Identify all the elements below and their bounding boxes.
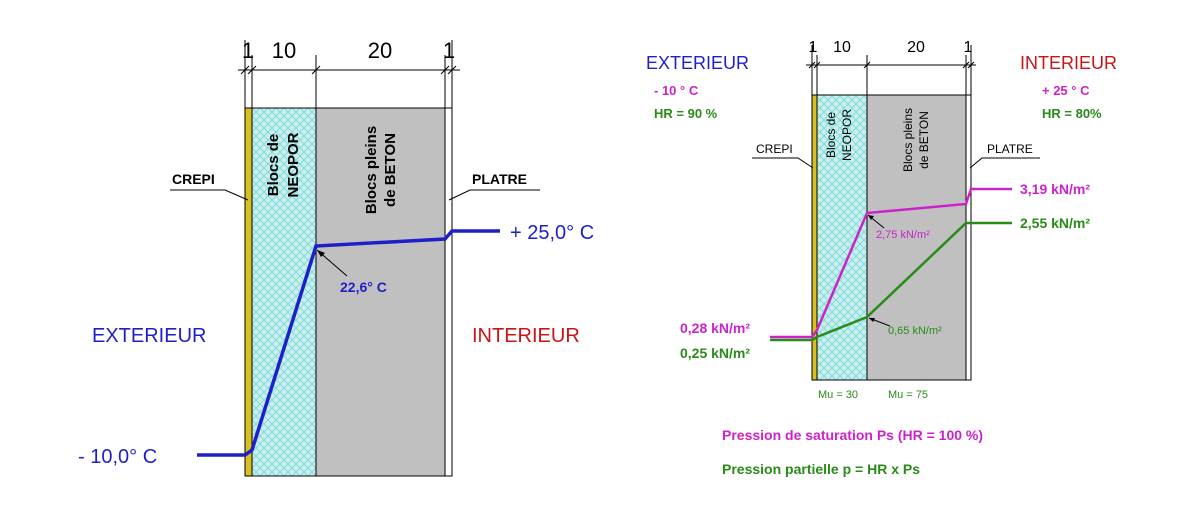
svg-text:Blocs de: Blocs de — [265, 134, 282, 197]
right-platre-leader — [969, 157, 1040, 169]
left-temp-interior: + 25,0° C — [510, 222, 594, 244]
right-p-exterior: 0,25 kN/m² — [680, 345, 750, 361]
right-dim-concrete: 20 — [907, 39, 925, 56]
left-neopor-text-2: NEOPOR — [285, 132, 302, 197]
left-exterior-label: EXTERIEUR — [92, 325, 206, 347]
right-saturation-curve — [770, 187, 1012, 339]
right-exterior-hr: HR = 90 % — [654, 106, 718, 121]
left-neopor-text: Blocs de — [265, 134, 282, 197]
left-label-crepi: CREPI — [172, 171, 215, 187]
left-platre-leader — [448, 189, 540, 201]
left-diagram: 1 10 20 1 CREPI PLATRE Blocs de NEOPOR B… — [78, 38, 594, 477]
right-mu-beton: Mu = 75 — [888, 389, 928, 401]
left-dim-neopor: 10 — [272, 38, 296, 63]
left-temperature-curve — [197, 229, 500, 457]
right-interior-temp: + 25 ° C — [1042, 83, 1090, 98]
right-ps-exterior: 0,28 kN/m² — [680, 320, 750, 336]
right-interior-hr: HR = 80% — [1042, 106, 1102, 121]
left-plaster-layer — [444, 107, 453, 477]
right-label-platre: PLATRE — [987, 142, 1033, 156]
left-interface-arrowhead — [317, 250, 325, 257]
right-concrete-text-2: de BETON — [917, 111, 931, 169]
left-label-platre: PLATRE — [472, 171, 527, 187]
right-interior-label: INTERIEUR — [1020, 53, 1117, 73]
left-concrete-text-2: de BETON — [382, 133, 399, 207]
right-p-interface-arrowhead — [869, 318, 875, 322]
right-dim-plaster: 1 — [964, 39, 973, 56]
right-exterior-label: EXTERIEUR — [646, 53, 749, 73]
legend-partial: Pression partielle p = HR x Ps — [722, 461, 920, 477]
right-mu-neopor: Mu = 30 — [818, 389, 858, 401]
left-crepi-leader — [170, 189, 249, 201]
right-neopor-text-2: NEOPOR — [840, 109, 854, 161]
svg-text:Blocs pleins: Blocs pleins — [363, 126, 380, 214]
right-ps-interface: 2,75 kN/m² — [876, 229, 930, 241]
left-render-layer — [244, 107, 253, 477]
left-dimension-line — [238, 40, 460, 108]
right-dim-render: 1 — [809, 39, 818, 56]
right-p-interior: 2,55 kN/m² — [1020, 215, 1090, 231]
right-label-crepi: CREPI — [756, 142, 793, 156]
left-dim-render: 1 — [242, 38, 254, 63]
right-ps-interior: 3,19 kN/m² — [1020, 181, 1090, 197]
svg-text:Blocs pleins: Blocs pleins — [901, 108, 915, 172]
right-partial-curve — [770, 221, 1012, 342]
legend-saturation: Pression de saturation Ps (HR = 100 %) — [722, 427, 983, 443]
left-concrete-layer — [315, 107, 446, 477]
right-plaster-layer — [965, 94, 972, 381]
left-concrete-text: Blocs pleins — [363, 126, 380, 214]
left-interior-label: INTERIEUR — [472, 325, 580, 347]
right-p-interface: 0,65 kN/m² — [888, 325, 942, 337]
right-dim-neopor: 10 — [833, 39, 851, 56]
right-concrete-text: Blocs pleins — [901, 108, 915, 172]
left-temp-exterior: - 10,0° C — [78, 446, 157, 468]
left-dim-concrete: 20 — [368, 38, 392, 63]
right-ps-interface-arrowhead — [868, 215, 874, 220]
right-neopor-text: Blocs de — [824, 112, 838, 158]
right-crepi-leader — [752, 157, 814, 169]
right-diagram: 1 10 20 1 CREPI PLATRE Blocs de NEOPOR B… — [646, 39, 1117, 477]
left-dim-plaster: 1 — [443, 38, 455, 63]
right-exterior-temp: - 10 ° C — [654, 83, 699, 98]
right-dimension-line — [806, 45, 976, 95]
svg-text:Blocs de: Blocs de — [824, 112, 838, 158]
left-temp-interface: 22,6° C — [340, 279, 387, 295]
